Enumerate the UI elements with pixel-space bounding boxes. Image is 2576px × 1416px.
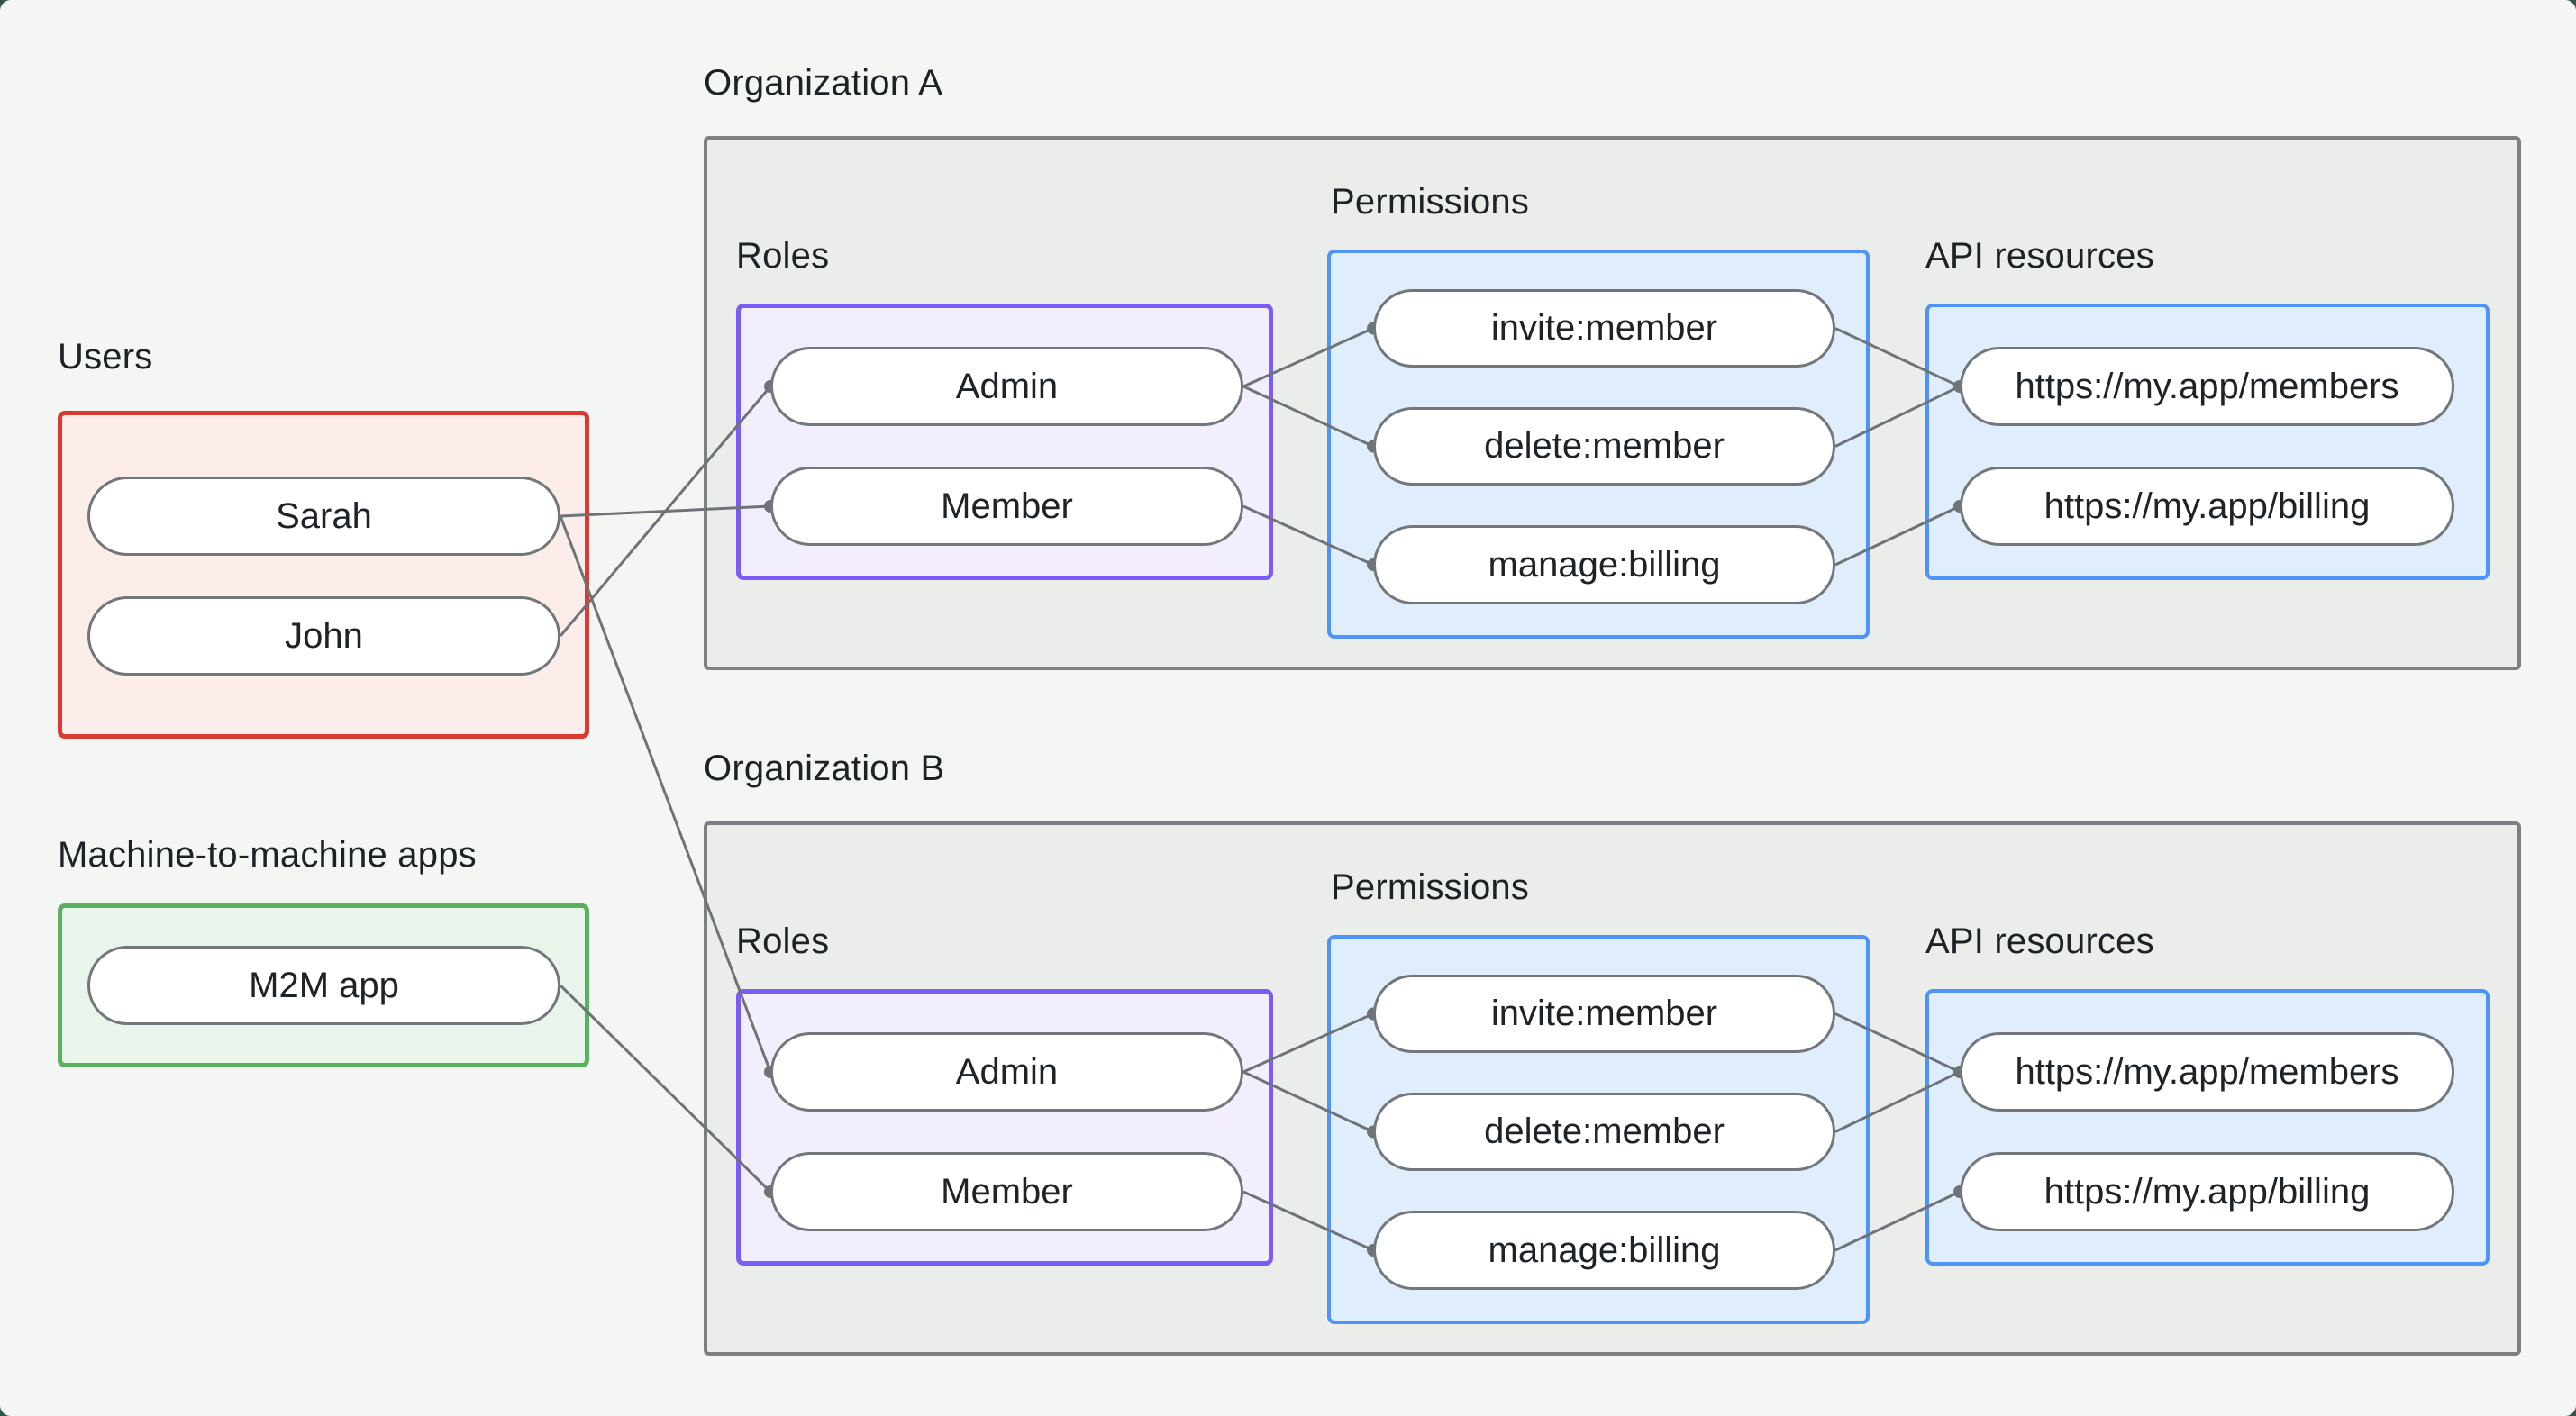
node-member-a: Member bbox=[770, 467, 1243, 546]
org-b-label: Organization B bbox=[704, 749, 945, 788]
node-john: John bbox=[87, 596, 560, 676]
roles-a-label: Roles bbox=[736, 236, 830, 276]
node-delete-a: delete:member bbox=[1373, 407, 1835, 486]
node-invite-b: invite:member bbox=[1373, 975, 1835, 1053]
edge-admin-b-to-delete-b bbox=[1242, 1070, 1374, 1133]
edge-member-a-to-manage-a bbox=[1242, 504, 1374, 567]
edge-admin-b-to-invite-b bbox=[1242, 1012, 1374, 1074]
edge-invite-b-to-members-b bbox=[1834, 1012, 1961, 1074]
permissions-a-label: Permissions bbox=[1331, 182, 1530, 222]
edge-member-b-to-manage-b bbox=[1242, 1190, 1374, 1252]
node-billing-a: https://my.app/billing bbox=[1960, 467, 2454, 546]
users-box bbox=[58, 411, 589, 739]
node-billing-b: https://my.app/billing bbox=[1960, 1152, 2454, 1231]
node-delete-b: delete:member bbox=[1373, 1093, 1835, 1171]
node-admin-a: Admin bbox=[770, 347, 1243, 426]
edge-delete-b-to-members-b bbox=[1834, 1070, 1961, 1133]
node-admin-b: Admin bbox=[770, 1032, 1243, 1112]
edge-manage-b-to-billing-b bbox=[1834, 1190, 1961, 1252]
api-a-label: API resources bbox=[1925, 236, 2154, 276]
api-b-label: API resources bbox=[1925, 921, 2154, 961]
edge-john-to-admin-a bbox=[559, 386, 772, 637]
node-member-b: Member bbox=[770, 1152, 1243, 1231]
node-sarah: Sarah bbox=[87, 477, 560, 556]
permissions-b-label: Permissions bbox=[1331, 867, 1530, 907]
edge-admin-a-to-delete-a bbox=[1242, 385, 1374, 448]
node-members-b: https://my.app/members bbox=[1960, 1032, 2454, 1112]
edge-sarah-to-admin-b bbox=[559, 515, 772, 1073]
node-manage-b: manage:billing bbox=[1373, 1211, 1835, 1290]
edge-m2m-app-to-member-b bbox=[559, 984, 772, 1194]
users-label: Users bbox=[58, 337, 153, 377]
m2m-label: Machine-to-machine apps bbox=[58, 835, 477, 875]
roles-b-label: Roles bbox=[736, 921, 830, 961]
node-m2m-app: M2M app bbox=[87, 946, 560, 1025]
edge-invite-a-to-members-a bbox=[1834, 327, 1961, 388]
edge-delete-a-to-members-a bbox=[1834, 385, 1961, 448]
edge-manage-a-to-billing-a bbox=[1834, 504, 1961, 567]
edge-admin-a-to-invite-a bbox=[1242, 327, 1374, 388]
node-invite-a: invite:member bbox=[1373, 289, 1835, 368]
node-manage-a: manage:billing bbox=[1373, 525, 1835, 604]
node-members-a: https://my.app/members bbox=[1960, 347, 2454, 426]
org-a-label: Organization A bbox=[704, 63, 943, 103]
